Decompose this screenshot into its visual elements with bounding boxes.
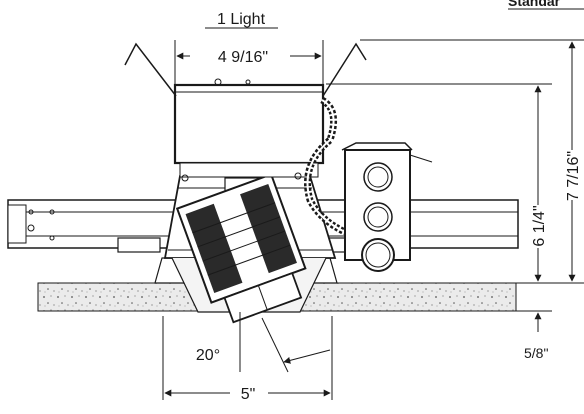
- corner-label: Standar: [508, 0, 561, 9]
- dim-aperture: [162, 316, 333, 400]
- dim-top-width-label: 4 9/16": [218, 49, 268, 66]
- dim-tilt-angle: [239, 312, 331, 373]
- driver-box: [173, 78, 325, 182]
- dim-aperture-label: 5": [241, 386, 256, 403]
- dim-overall-height: [360, 39, 584, 284]
- dim-overall-height-label: 7 7/16": [565, 151, 582, 201]
- lamp-head: [175, 173, 307, 324]
- variant-label: 1 Light: [217, 11, 266, 28]
- dim-body-height: [326, 83, 552, 282]
- junction-box: [341, 142, 433, 272]
- dim-body-height-label: 6 1/4": [531, 205, 548, 246]
- left-spring-clip: [124, 42, 177, 97]
- dim-top-width: [174, 40, 324, 84]
- dim-flange-label: 5/8": [524, 345, 548, 361]
- dim-tilt-angle-label: 20°: [196, 347, 220, 364]
- dim-flange: [516, 310, 552, 332]
- right-spring-clip: [322, 42, 367, 97]
